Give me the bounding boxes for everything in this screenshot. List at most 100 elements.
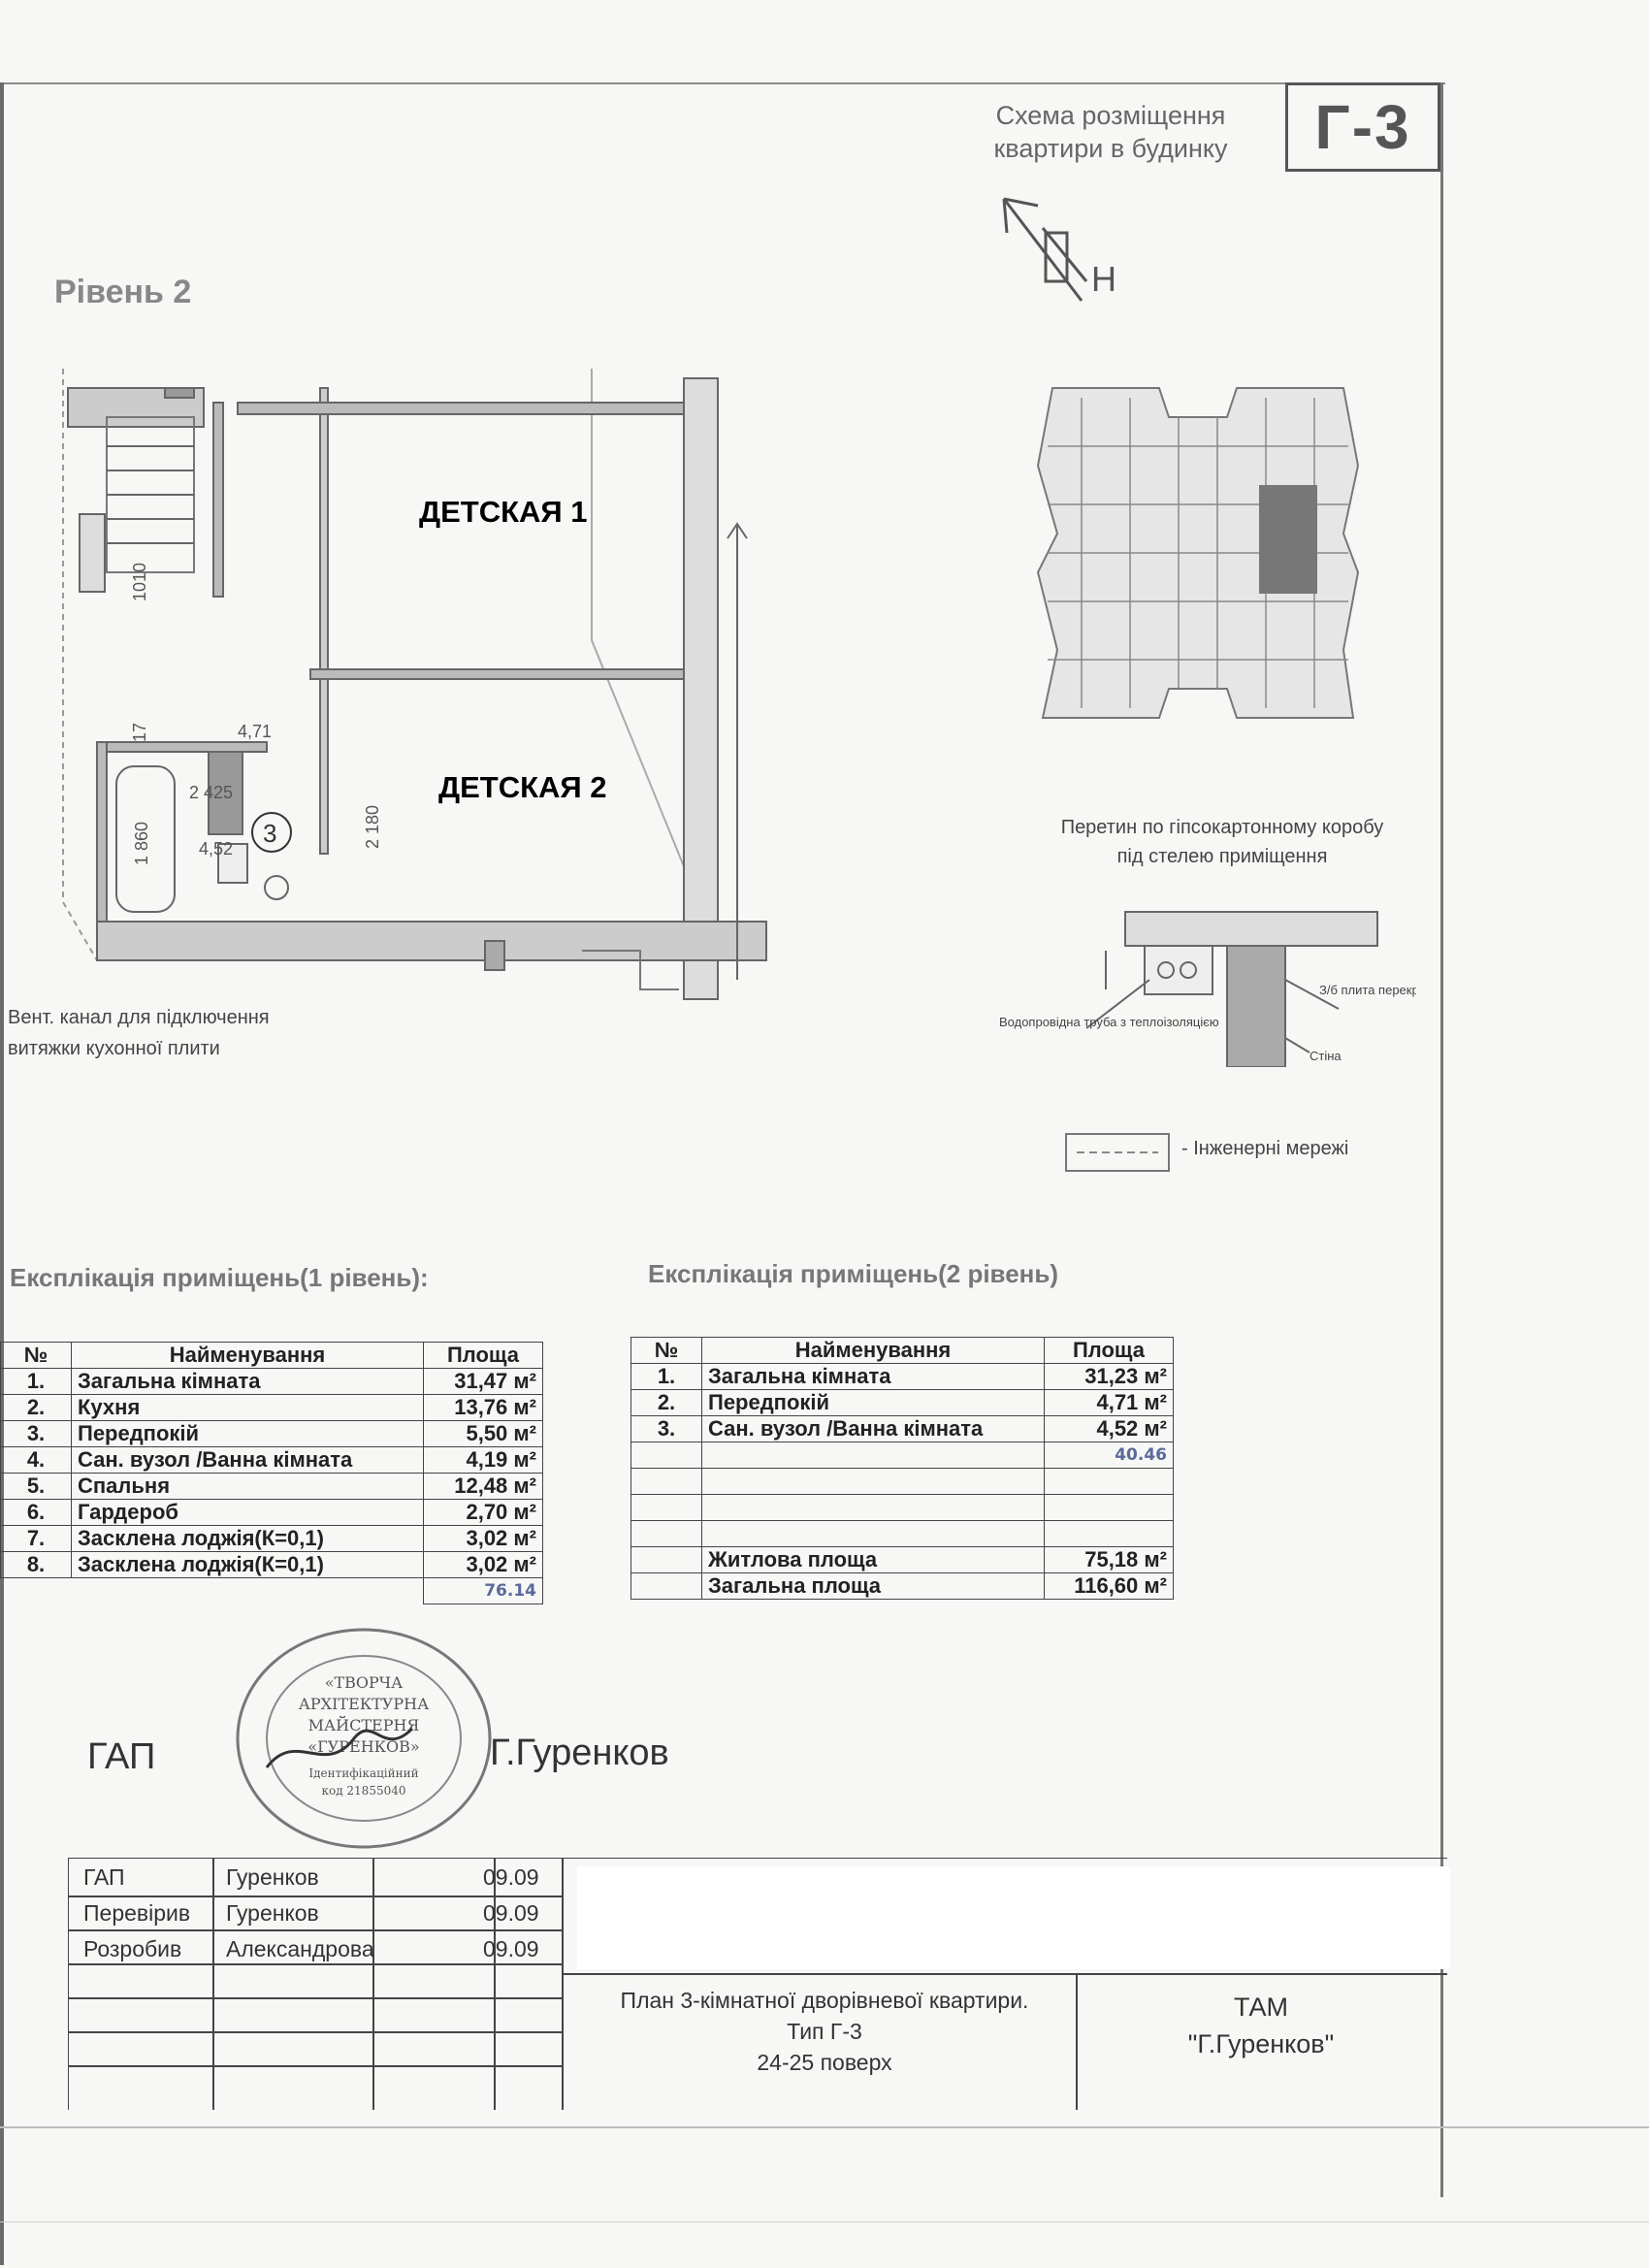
name-gap: Гуренков <box>226 1864 319 1890</box>
dim-1860: 1 860 <box>132 822 151 865</box>
plan-title-line2: Тип Г-3 <box>787 2019 862 2044</box>
table-row <box>630 1494 1174 1521</box>
handwritten-total-2: 40.46 <box>1044 1442 1174 1469</box>
section-label-slab: З/б плита перекриття <box>1319 983 1416 997</box>
dim-2180: 2 180 <box>363 805 382 849</box>
dim-1010: 1010 <box>130 563 149 601</box>
vent-note: Вент. канал для підключення витяжки кухо… <box>8 1002 328 1064</box>
col-number: № <box>0 1342 72 1369</box>
table-row: 76.14 <box>1 1577 543 1604</box>
row-area: 5,50 м² <box>423 1420 543 1447</box>
redacted-area <box>577 1866 1450 1969</box>
dim-452: 4,52 <box>199 839 233 859</box>
room-number-badge: 3 <box>263 819 276 848</box>
row-number: 5. <box>0 1473 72 1500</box>
col-number: № <box>630 1337 702 1364</box>
room-label-child-1: ДЕТСКАЯ 1 <box>419 495 588 529</box>
row-number: 2. <box>0 1394 72 1421</box>
handwritten-total-1: 76.14 <box>423 1577 543 1604</box>
scheme-title: Схема розміщення квартири в будинку <box>993 101 1228 163</box>
row-number: 1. <box>630 1363 702 1390</box>
row-area: 3,02 м² <box>423 1551 543 1578</box>
section-label-pipe: Водопровідна труба з теплоізоляцією <box>999 1015 1219 1029</box>
living-area-value: 75,18 м² <box>1044 1546 1174 1573</box>
table-row: 40.46 <box>630 1442 1174 1469</box>
north-letter: Н <box>1091 259 1116 299</box>
row-area: 4,52 м² <box>1044 1415 1174 1442</box>
gap-label: ГАП <box>87 1736 156 1777</box>
row-name: Засклена лоджія(К=0,1) <box>71 1525 424 1552</box>
stamp-line-5: Ідентифікаційний <box>308 1766 418 1780</box>
section-caption-line1: Перетин по гіпсокартонному коробу <box>1060 817 1384 838</box>
row-area: 4,19 м² <box>423 1446 543 1474</box>
apartment-highlight <box>1259 485 1317 594</box>
gap-name: Г.Гуренков <box>490 1733 669 1773</box>
stamp-line-6: код 21855040 <box>321 1784 405 1798</box>
table-row: 7.Засклена лоджія(К=0,1)3,02 м² <box>0 1525 543 1552</box>
paper-fold-line-2 <box>0 2221 1649 2222</box>
floor-plan: 3 1010 17 4,71 2 425 1 860 4,52 2 180 ДЕ… <box>62 369 767 1000</box>
sheet-border-top <box>0 82 1445 84</box>
row-number: 1. <box>0 1368 72 1395</box>
stamp-line-2: АРХІТЕКТУРНА <box>299 1695 429 1713</box>
explication-2-heading: Експлікація приміщень(2 рівень) <box>648 1259 1058 1288</box>
row-number: 6. <box>0 1499 72 1526</box>
vent-note-line1: Вент. канал для підключення <box>8 1007 270 1028</box>
north-arrow-icon: Н <box>1002 197 1116 302</box>
col-area: Площа <box>423 1342 543 1369</box>
row-area: 3,02 м² <box>423 1525 543 1552</box>
title-block-grid <box>68 1858 1447 2110</box>
round-stamp: «ТВОРЧА АРХІТЕКТУРНА МАЙСТЕРНЯ «ГУРЕНКОВ… <box>236 1628 492 1849</box>
row-area: 2,70 м² <box>423 1499 543 1526</box>
col-name: Найменування <box>71 1342 424 1369</box>
section-detail: З/б плита перекриття Водопровідна труба … <box>999 911 1416 1067</box>
vent-note-line2: витяжки кухонної плити <box>8 1038 220 1059</box>
total-area-label: Загальна площа <box>701 1572 1045 1600</box>
row-name: Засклена лоджія(К=0,1) <box>71 1551 424 1578</box>
row-name: Передпокій <box>701 1389 1045 1416</box>
organization: ТАМ "Г.Гуренков" <box>1077 1989 1445 2062</box>
table-row: 8.Засклена лоджія(К=0,1)3,02 м² <box>0 1551 543 1578</box>
col-area: Площа <box>1044 1337 1174 1364</box>
level-label: Рівень 2 <box>54 274 192 310</box>
row-number: 7. <box>0 1525 72 1552</box>
section-caption: Перетин по гіпсокартонному коробу під ст… <box>999 813 1445 871</box>
dim-471: 4,71 <box>238 722 272 741</box>
stamp-line-1: «ТВОРЧА <box>325 1673 404 1692</box>
row-name: Загальна кімната <box>71 1368 424 1395</box>
table-row <box>630 1468 1174 1495</box>
row-number: 3. <box>630 1415 702 1442</box>
org-line1: ТАМ <box>1233 1993 1289 2022</box>
row-number: 8. <box>0 1551 72 1578</box>
stamp-line-4: «ГУРЕНКОВ» <box>307 1737 419 1756</box>
building-key-plan <box>1036 387 1360 719</box>
living-area-label: Житлова площа <box>701 1546 1045 1573</box>
row-number: 4. <box>0 1446 72 1474</box>
dim-2425: 2 425 <box>189 783 233 802</box>
total-area-value: 116,60 м² <box>1044 1572 1174 1600</box>
signature-scribble <box>265 1727 414 1768</box>
dashed-line-icon <box>1077 1151 1158 1153</box>
row-name: Загальна кімната <box>701 1363 1045 1390</box>
date-gap: 09.09 <box>483 1864 539 1890</box>
stamp-line-3: МАЙСТЕРНЯ <box>308 1715 420 1734</box>
table-row <box>630 1520 1174 1547</box>
row-area: 31,23 м² <box>1044 1363 1174 1390</box>
row-name: Спальня <box>71 1473 424 1500</box>
row-area: 12,48 м² <box>423 1473 543 1500</box>
row-name: Сан. вузол /Ванна кімната <box>701 1415 1045 1442</box>
org-line2: "Г.Гуренков" <box>1187 2029 1335 2058</box>
legend-swatch <box>1065 1133 1170 1172</box>
date-checked: 09.09 <box>483 1900 539 1926</box>
name-developed: Александрова <box>226 1936 374 1961</box>
col-name: Найменування <box>701 1337 1045 1364</box>
paper-fold-line <box>0 2126 1649 2128</box>
section-caption-line2: під стелею приміщення <box>1116 846 1328 867</box>
role-developed: Розробив <box>83 1936 182 1961</box>
